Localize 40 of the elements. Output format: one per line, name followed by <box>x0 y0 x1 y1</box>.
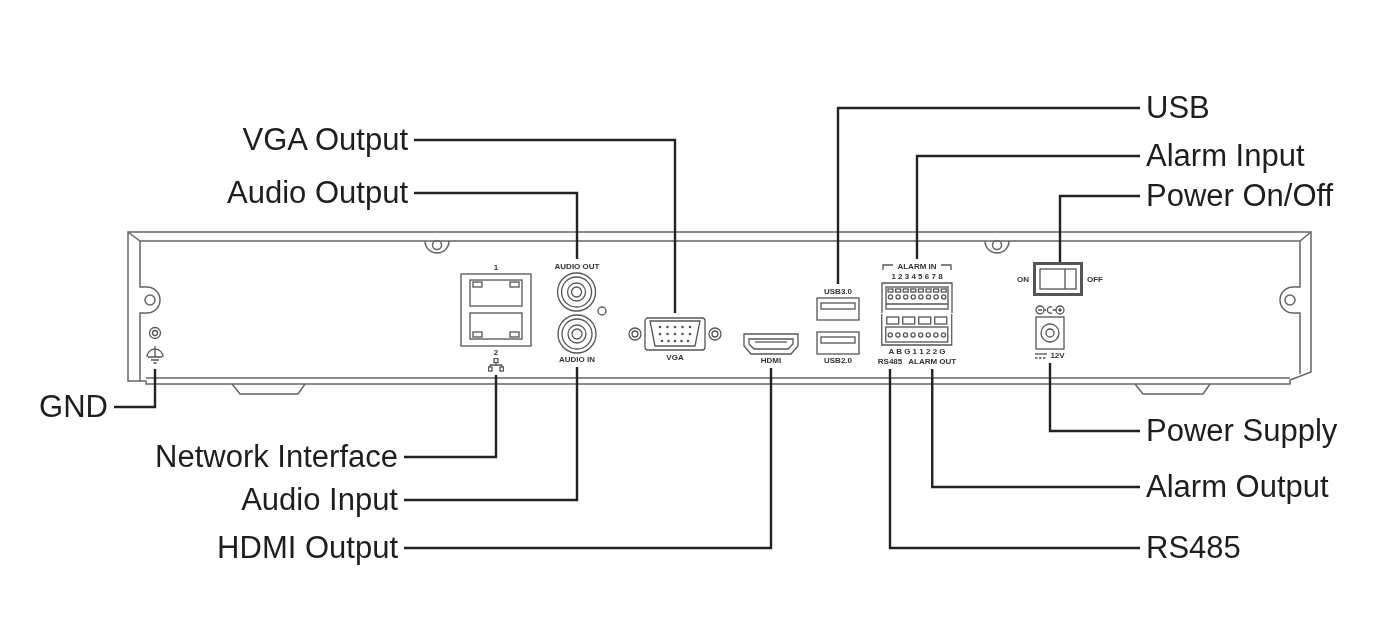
leader-line <box>1048 363 1140 433</box>
callout-label: VGA Output <box>236 123 414 157</box>
leader-line <box>114 369 157 409</box>
port-number: 2 <box>493 348 499 357</box>
port-label: AUDIO IN <box>559 355 595 364</box>
callout-label: Audio Output <box>221 176 414 210</box>
leader-line <box>404 367 579 502</box>
callout-label: USB <box>1140 91 1216 125</box>
port-label: USB3.0 <box>824 287 852 296</box>
callout-label: RS485 <box>1140 531 1247 565</box>
port-label: USB2.0 <box>824 356 852 365</box>
leader-line <box>414 138 677 313</box>
port-label: RS485 <box>877 357 903 366</box>
callout-label: Alarm Output <box>1140 470 1335 504</box>
switch-label: ON <box>1017 274 1029 284</box>
port-label: HDMI <box>760 356 782 365</box>
callout-label: Power Supply <box>1140 414 1344 448</box>
pin-numbers: 1 2 3 4 5 6 7 8 <box>891 272 943 281</box>
leader-line <box>404 368 773 550</box>
leader-line <box>1058 194 1140 262</box>
callout-label: Power On/Off <box>1140 179 1340 213</box>
leader-line <box>414 191 579 259</box>
leader-line <box>888 369 1140 550</box>
port-label: AUDIO OUT <box>554 262 600 271</box>
port-label: ALARM IN <box>897 262 937 271</box>
leader-line <box>404 375 498 459</box>
callout-label: Network Interface <box>149 440 404 474</box>
leader-line <box>836 106 1140 284</box>
switch-label: OFF <box>1087 274 1103 284</box>
leader-line <box>915 154 1140 259</box>
callout-label: HDMI Output <box>211 531 404 565</box>
port-label: 12V <box>1050 351 1065 360</box>
callout-label: GND <box>33 390 114 424</box>
port-label: ALARM OUT <box>908 357 957 366</box>
callout-label: Alarm Input <box>1140 139 1311 173</box>
port-label: VGA <box>666 353 684 362</box>
callout-label: Audio Input <box>235 483 404 517</box>
leader-line <box>931 369 1140 489</box>
pin-labels: A B G 1 1 2 2 G <box>888 347 946 356</box>
port-number: 1 <box>493 263 499 272</box>
